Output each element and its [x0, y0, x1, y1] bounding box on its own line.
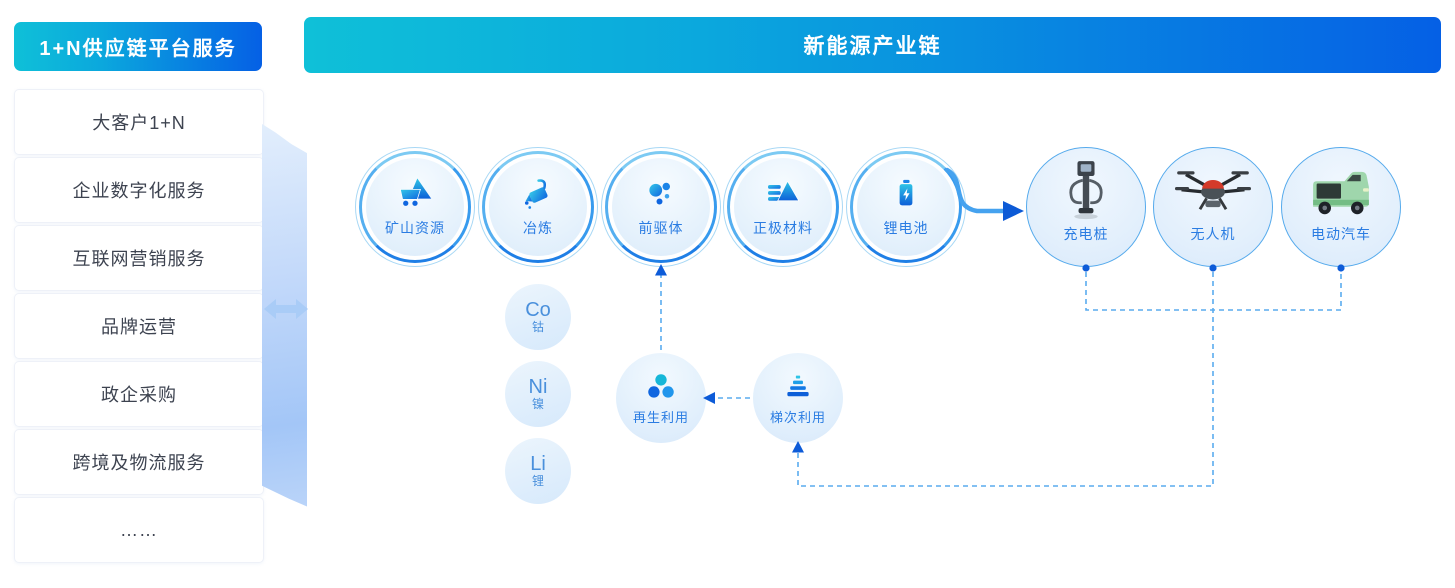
chain-node-mine-resources: 矿山资源 — [355, 147, 475, 267]
app-node-label: 电动汽车 — [1311, 226, 1371, 242]
metal-symbol: Ni — [528, 376, 548, 399]
sidebar-item-crossborder-logistics[interactable]: 跨境及物流服务 — [14, 429, 264, 495]
chain-ring: 冶炼 — [482, 151, 594, 263]
metal-node-cobalt: Co 钴 — [505, 284, 571, 350]
cascade-steps-icon — [787, 375, 809, 396]
metal-node-lithium: Li 锂 — [505, 438, 571, 504]
drone-icon — [1175, 171, 1251, 211]
sidebar-item-more[interactable]: …… — [14, 497, 264, 563]
arrowhead-battery-to-applications — [1003, 201, 1024, 221]
metal-symbol: Co — [525, 299, 551, 322]
sidebar-title: 1+N供应链平台服务 — [14, 22, 262, 71]
metal-name: 锂 — [531, 474, 544, 489]
chain-node-label: 前驱体 — [638, 219, 684, 236]
chain-node-label: 冶炼 — [523, 219, 553, 236]
recycle-node-cascade-use: 梯次利用 — [753, 353, 843, 443]
sidebar-title-label: 1+N供应链平台服务 — [39, 38, 237, 60]
sidebar-item-internet-marketing[interactable]: 互联网营销服务 — [14, 225, 264, 291]
app-node-charging-pile: 充电桩 — [1026, 147, 1146, 267]
sidebar-item-gov-procurement[interactable]: 政企采购 — [14, 361, 264, 427]
page-title: 新能源产业链 — [304, 17, 1441, 73]
sidebar-item-label: 政企采购 — [101, 385, 177, 405]
chain-node-label: 锂电池 — [883, 219, 929, 236]
recycle-icon — [648, 373, 674, 398]
chain-node-lithium-battery: 锂电池 — [846, 147, 966, 267]
chain-node-label: 矿山资源 — [385, 219, 445, 236]
chain-node-precursor: 前驱体 — [601, 147, 721, 267]
sidebar-item-label: 企业数字化服务 — [72, 181, 206, 201]
chain-ring: 锂电池 — [850, 151, 962, 263]
page-title-label: 新能源产业链 — [803, 35, 942, 58]
chain-ring: 矿山资源 — [359, 151, 471, 263]
dashed-return-path-to-cascade — [797, 272, 1214, 487]
sidebar-item-label: …… — [120, 519, 158, 540]
recycle-node-label: 梯次利用 — [769, 409, 826, 425]
double-arrow-icon — [264, 299, 308, 319]
cathode-material-icon — [768, 179, 800, 201]
chain-ring: 正极材料 — [727, 151, 839, 263]
electric-vehicle-icon — [1313, 171, 1369, 215]
metal-node-nickel: Ni 镍 — [505, 361, 571, 427]
metal-name: 镍 — [531, 397, 544, 412]
app-node-label: 充电桩 — [1063, 226, 1109, 242]
chain-ring: 前驱体 — [605, 151, 717, 263]
sidebar-item-label: 大客户1+N — [92, 113, 186, 133]
recycle-node-label: 再生利用 — [632, 409, 689, 425]
sidebar-item-key-accounts[interactable]: 大客户1+N — [14, 89, 264, 155]
app-node-drone: 无人机 — [1153, 147, 1273, 267]
mine-cart-icon — [399, 178, 432, 206]
sidebar-item-brand-operation[interactable]: 品牌运营 — [14, 293, 264, 359]
sidebar-item-label: 跨境及物流服务 — [72, 453, 206, 473]
metal-name: 钴 — [531, 320, 544, 335]
metal-symbol: Li — [530, 453, 546, 476]
lithium-battery-icon — [899, 179, 913, 205]
sidebar-item-label: 品牌运营 — [101, 317, 177, 337]
precursor-particles-icon — [649, 182, 670, 204]
sidebar-item-label: 互联网营销服务 — [72, 249, 206, 269]
sidebar-item-digital-services[interactable]: 企业数字化服务 — [14, 157, 264, 223]
chain-node-smelting: 冶炼 — [478, 147, 598, 267]
chain-node-cathode-material: 正极材料 — [723, 147, 843, 267]
app-node-label: 无人机 — [1190, 226, 1236, 242]
charging-pile-icon — [1069, 161, 1103, 220]
chain-node-label: 正极材料 — [753, 219, 813, 236]
recycle-node-regeneration: 再生利用 — [616, 353, 706, 443]
dashed-bus-applications — [1085, 272, 1342, 311]
app-node-electric-vehicle: 电动汽车 — [1281, 147, 1401, 267]
smelting-ladle-icon — [524, 178, 548, 209]
